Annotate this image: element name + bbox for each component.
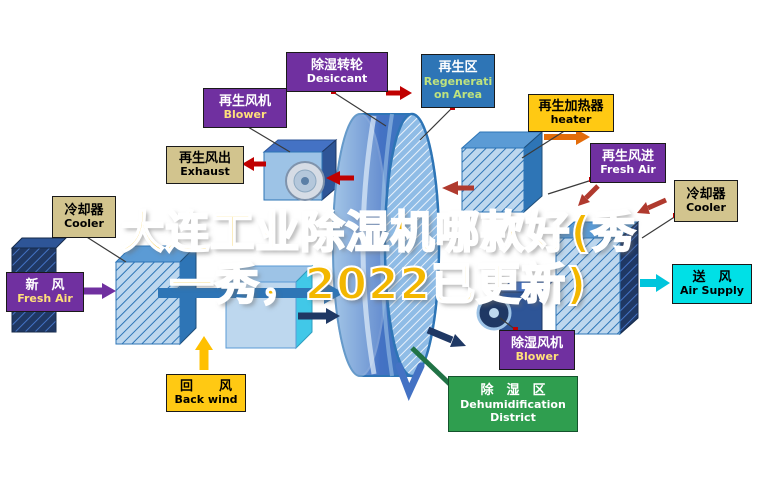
dehumid-fan-unit xyxy=(476,281,554,335)
arrow-navy-after-wheel xyxy=(426,326,454,344)
label-dehumid-district: 除 湿 区 Dehumidification District xyxy=(448,376,578,432)
label-desiccant-zh: 除湿转轮 xyxy=(310,57,363,73)
label-dehumid-district-zh: 除 湿 区 xyxy=(480,383,546,399)
label-regeneration-area-zh: 再生区 xyxy=(438,60,478,76)
arrow-darkred-cooler xyxy=(646,197,668,211)
label-cooler-left-en: Cooler xyxy=(64,217,104,231)
label-back-wind-en: Back wind xyxy=(174,393,238,407)
label-desiccant: 除湿转轮 Desiccant xyxy=(286,52,388,92)
label-regeneration-area-en: Regeneration Area xyxy=(423,74,493,101)
label-regen-exhaust-zh: 再生风出 xyxy=(178,150,231,166)
label-regen-heater-zh: 再生加热器 xyxy=(538,98,604,114)
label-regen-fan-zh: 再生风机 xyxy=(218,93,271,109)
label-dehumid-fan: 除湿风机 Blower xyxy=(499,330,575,370)
label-regen-fresh-air: 再生风进 Fresh Air xyxy=(590,143,666,183)
watermark-line2: 一秀，2022已更新) xyxy=(169,258,588,311)
label-regen-heater-en: heater xyxy=(550,113,592,127)
arrow-darkred-fresh-in xyxy=(584,184,600,200)
label-regen-heater: 再生加热器 heater xyxy=(528,94,614,132)
label-dehumid-district-en: Dehumidification District xyxy=(460,397,566,424)
label-regen-fan: 再生风机 Blower xyxy=(203,88,287,128)
label-cooler-left: 冷却器 Cooler xyxy=(52,196,116,238)
process-unit xyxy=(554,220,640,336)
watermark-line1: 大连工业除湿机哪款好(秀 xyxy=(119,206,637,259)
label-fresh-air-en: Fresh Air xyxy=(17,292,73,306)
label-cooler-right-en: Cooler xyxy=(686,201,726,215)
label-dehumid-fan-en: Blower xyxy=(515,350,559,364)
label-air-supply-en: Air Supply xyxy=(680,284,744,298)
leader-lines xyxy=(81,91,677,331)
regen-fan-unit xyxy=(262,138,338,202)
label-dehumid-fan-zh: 除湿风机 xyxy=(510,335,563,351)
label-cooler-right: 冷却器 Cooler xyxy=(674,180,738,222)
label-regen-exhaust-en: Exhaust xyxy=(180,165,230,179)
wheel-face xyxy=(383,112,441,378)
wheel-bracket xyxy=(395,362,425,401)
flow-arrows xyxy=(84,86,670,370)
label-back-wind: 回 风 Back wind xyxy=(166,374,246,412)
label-regen-fresh-air-en: Fresh Air xyxy=(600,163,656,177)
label-cooler-right-zh: 冷却器 xyxy=(686,186,726,202)
label-regen-fresh-air-zh: 再生风进 xyxy=(601,148,654,164)
label-air-supply: 送 风 Air Supply xyxy=(672,264,752,304)
label-fresh-air-zh: 新 风 xyxy=(25,277,65,293)
regen-heater-unit xyxy=(460,130,544,214)
label-cooler-left-zh: 冷却器 xyxy=(64,202,104,218)
label-back-wind-zh: 回 风 xyxy=(179,378,232,394)
label-regen-fan-en: Blower xyxy=(223,108,267,122)
label-regen-exhaust: 再生风出 Exhaust xyxy=(166,146,244,184)
label-fresh-air: 新 风 Fresh Air xyxy=(6,272,84,312)
label-regeneration-area: 再生区 Regeneration Area xyxy=(421,54,495,108)
label-desiccant-en: Desiccant xyxy=(306,72,368,86)
label-air-supply-zh: 送 风 xyxy=(692,269,732,285)
